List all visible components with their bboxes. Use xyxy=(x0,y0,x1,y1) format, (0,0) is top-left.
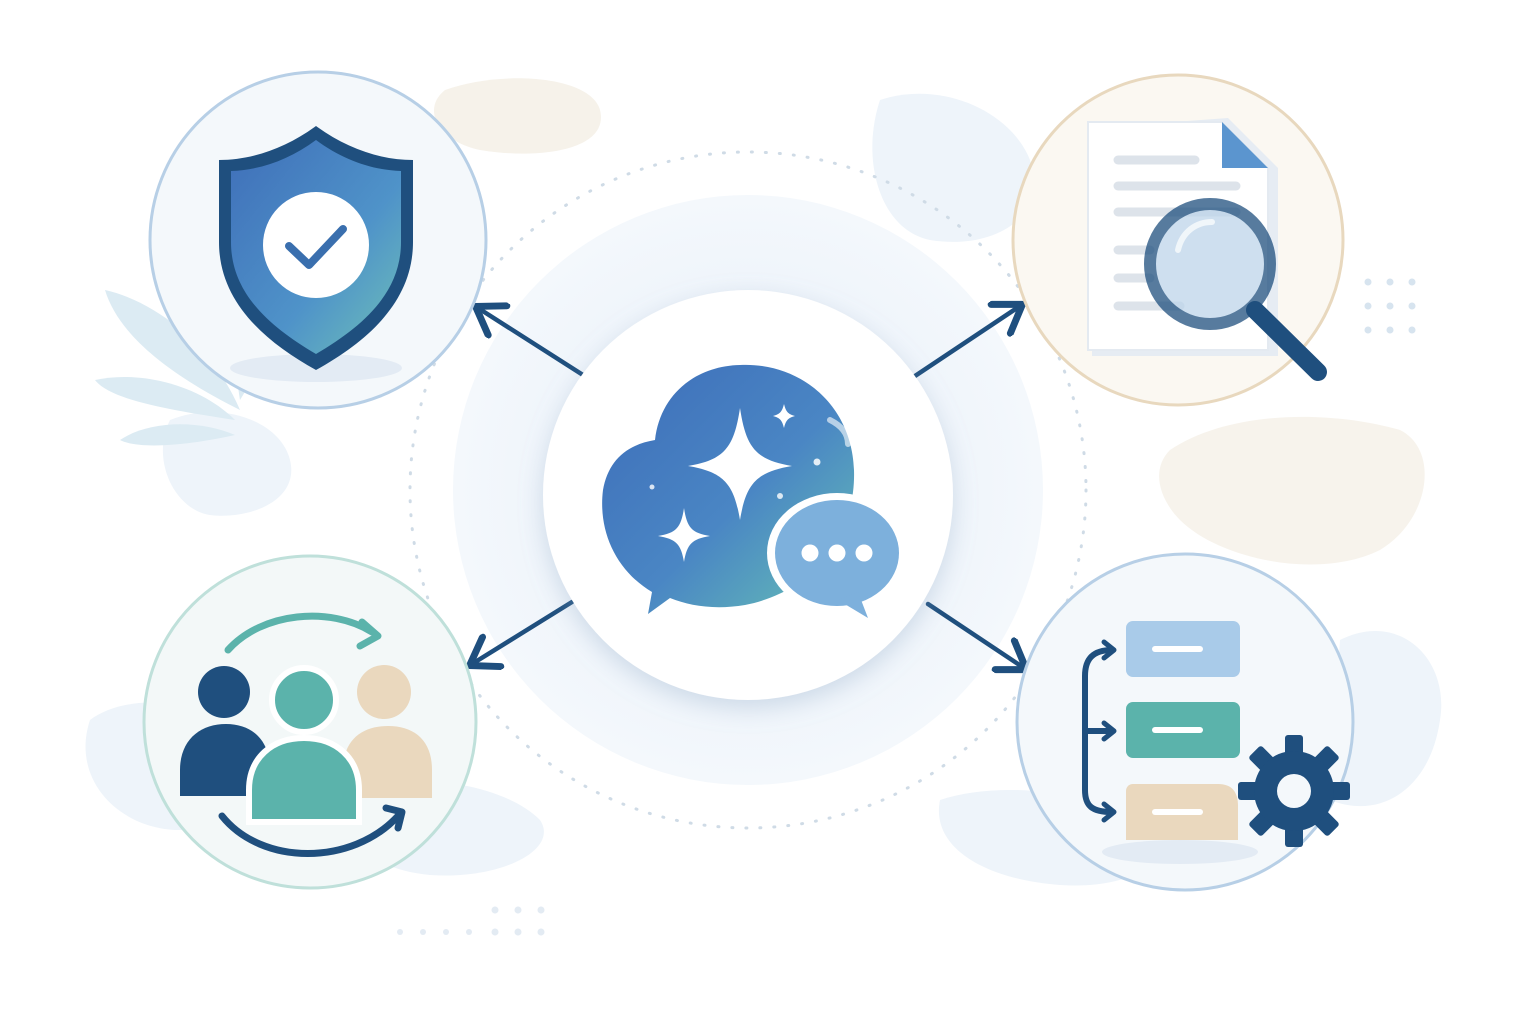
dot-grid-bottom xyxy=(397,906,545,936)
arrow-to-collaboration xyxy=(472,599,575,664)
hub-node xyxy=(543,290,953,700)
collaboration-node xyxy=(142,554,478,890)
arrow-to-security xyxy=(478,308,586,378)
speech-bubble-icon xyxy=(767,493,907,618)
document-analysis-node xyxy=(1011,73,1345,407)
workflow-gear-icon xyxy=(1082,621,1350,847)
arrow-to-workflow-automation xyxy=(925,601,1024,668)
shield-check-icon xyxy=(219,126,413,370)
workflow-automation-node xyxy=(1015,552,1355,892)
security-node xyxy=(148,70,488,410)
connections xyxy=(472,306,1024,668)
team-cycle-icon xyxy=(180,612,432,857)
document-search-icon xyxy=(1087,118,1327,381)
ai-chat-sparkle-icon xyxy=(602,364,907,618)
arrow-to-document-analysis xyxy=(912,306,1020,379)
orbit-ring xyxy=(408,150,1088,830)
dot-grid-right xyxy=(1364,278,1416,334)
gear-icon xyxy=(1238,735,1350,847)
